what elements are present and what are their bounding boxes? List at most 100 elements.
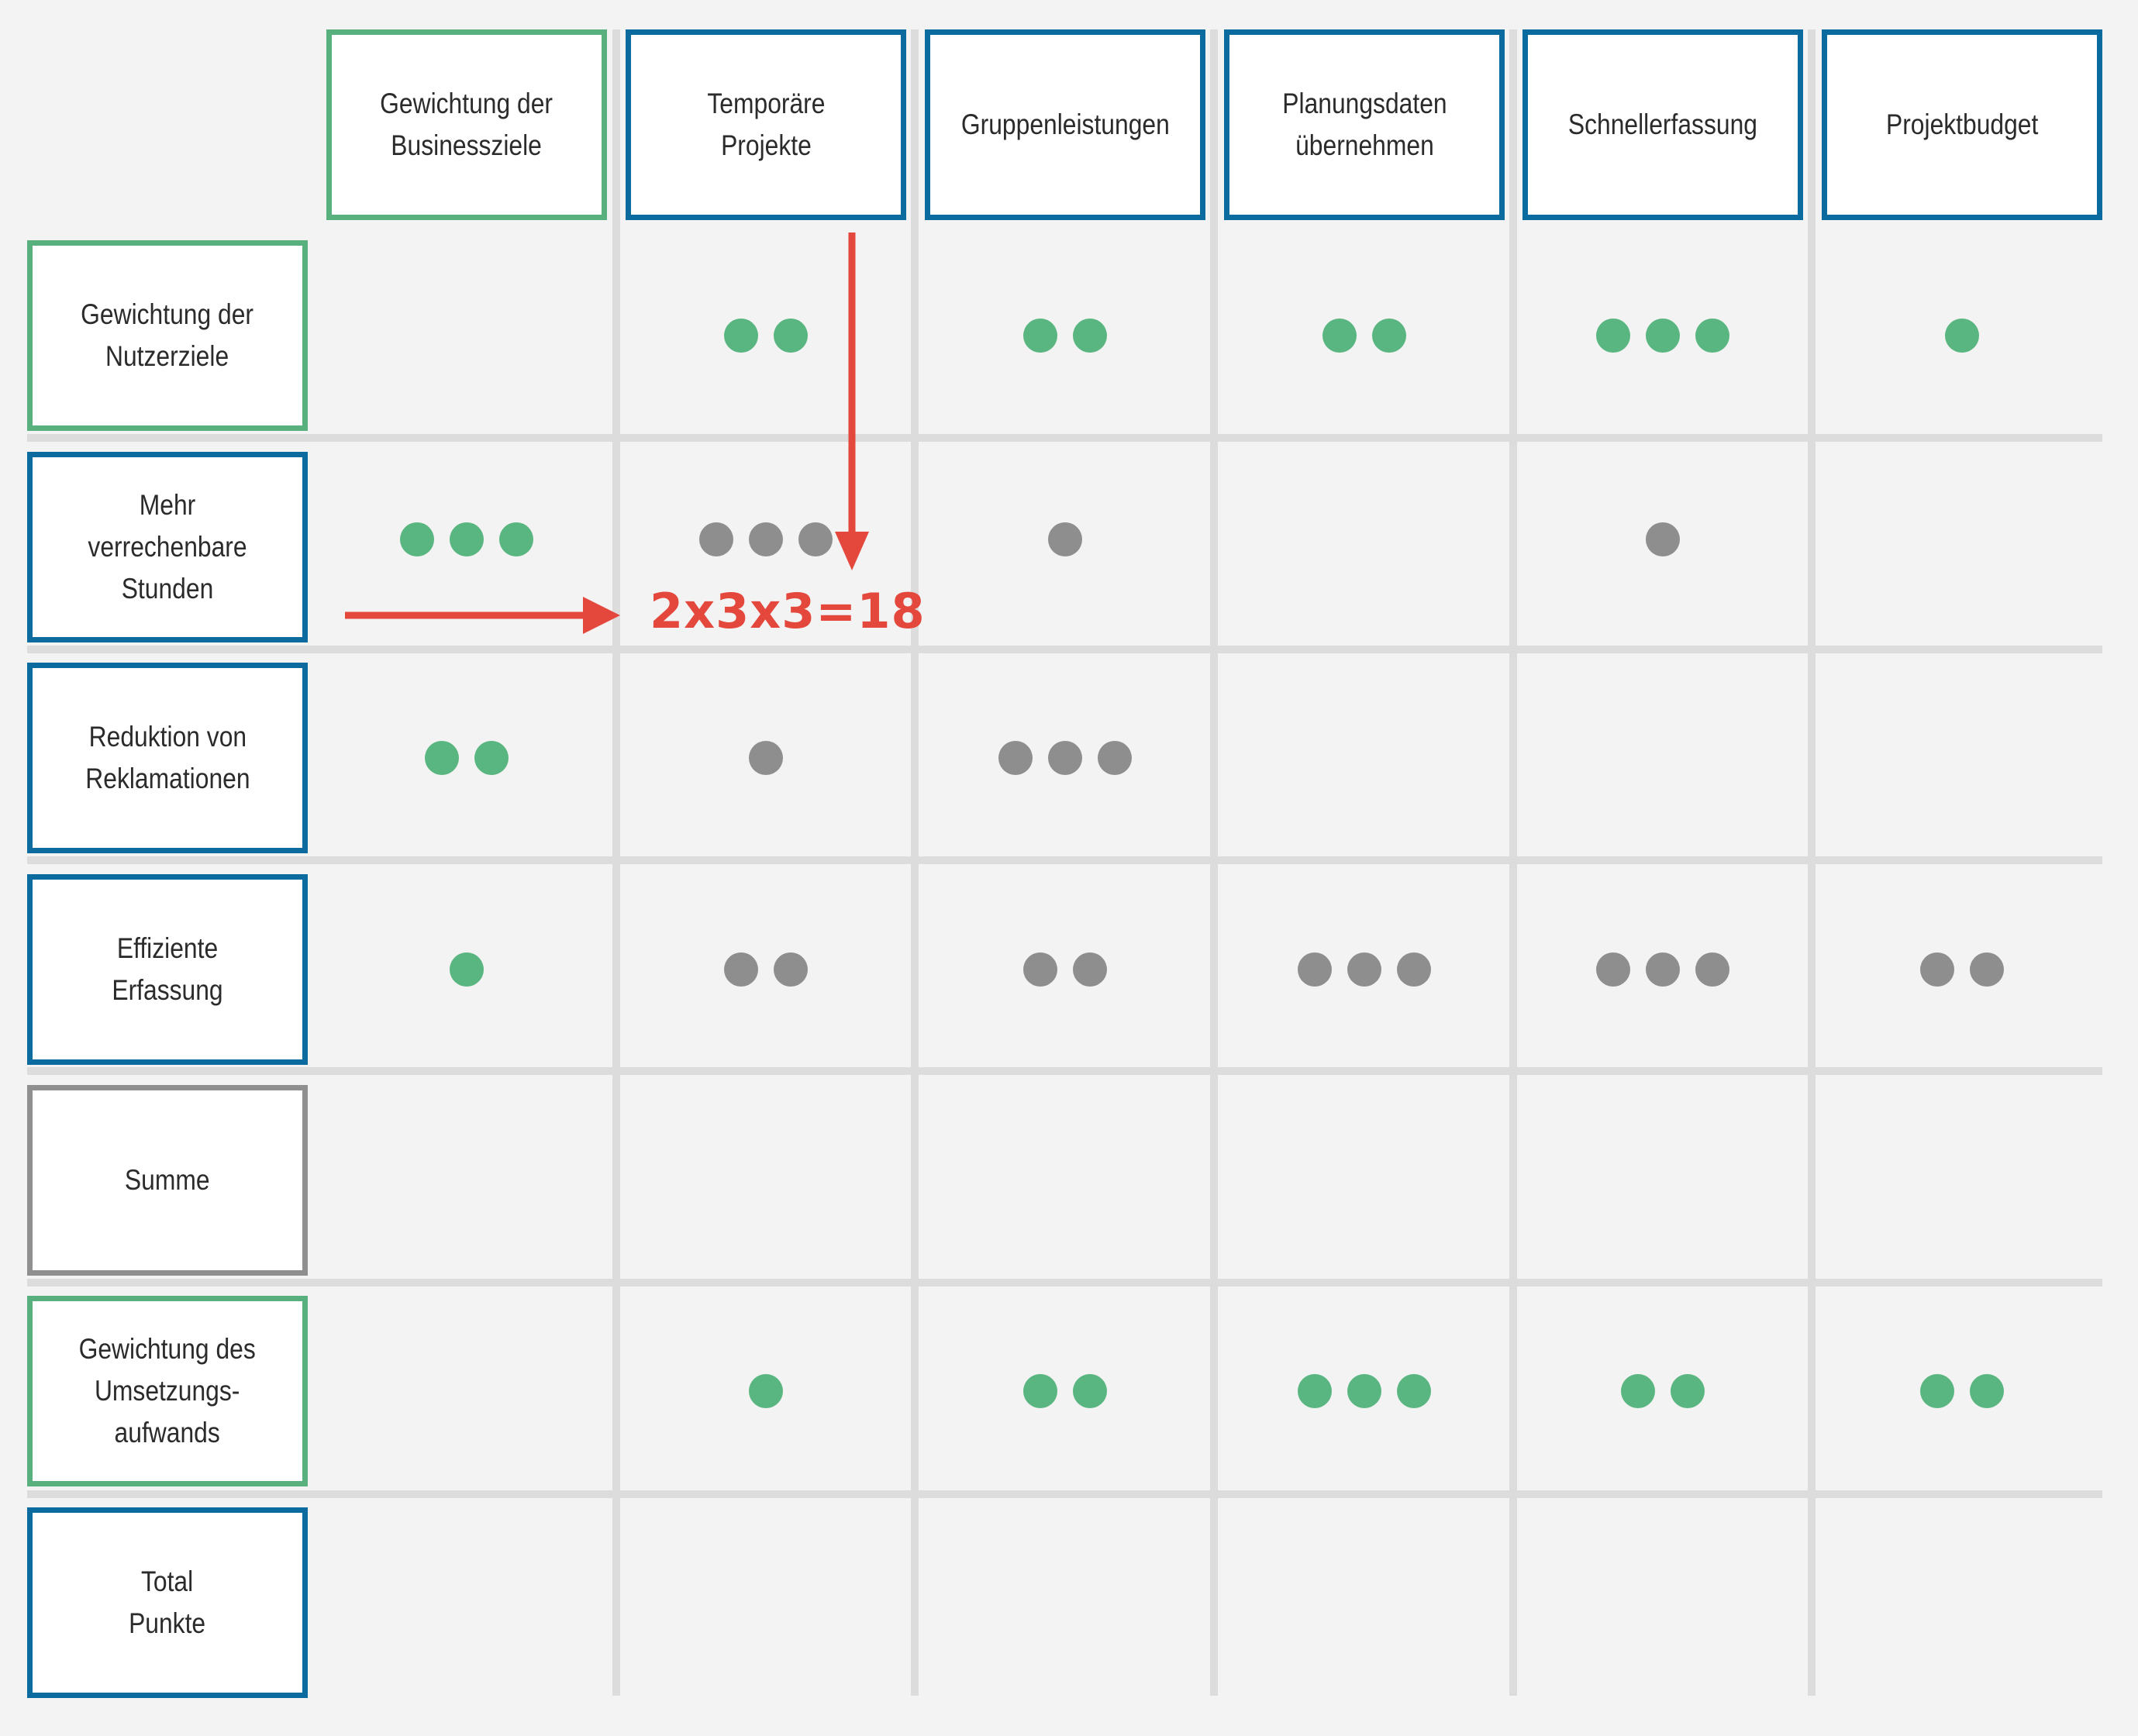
rating-dots (749, 741, 783, 775)
rating-dots (450, 952, 484, 987)
rating-dot-grey (1048, 522, 1082, 556)
column-header: Schnellerfassung (1522, 29, 1803, 220)
column-header-label: Temporäre Projekte (706, 88, 826, 161)
rating-dots (1646, 522, 1680, 556)
rating-dot-grey (699, 522, 733, 556)
grid-line-horizontal (27, 856, 2102, 864)
column-header-label: Schnellerfassung (1567, 108, 1758, 140)
rating-dot-grey (798, 522, 833, 556)
rating-dot-green (1945, 319, 1979, 353)
rating-dot-grey (1695, 952, 1729, 987)
rating-dot-green (1646, 319, 1680, 353)
rating-dots (1596, 952, 1729, 987)
rating-dot-grey (749, 522, 783, 556)
rating-dot-grey (1596, 952, 1630, 987)
rating-dot-grey (749, 741, 783, 775)
rating-dot-green (1073, 1374, 1107, 1408)
rating-dots (1920, 1374, 2004, 1408)
rating-dots (724, 952, 808, 987)
row-header-label: Total Punkte (129, 1566, 206, 1639)
grid-line-horizontal (27, 646, 2102, 653)
rating-dots (1023, 319, 1107, 353)
rating-dot-green (1397, 1374, 1431, 1408)
rating-dot-grey (1646, 952, 1680, 987)
column-header: Temporäre Projekte (626, 29, 906, 220)
rating-dot-green (1073, 319, 1107, 353)
rating-dot-grey (1970, 952, 2004, 987)
rating-dot-grey (1073, 952, 1107, 987)
column-header: Planungsdaten übernehmen (1224, 29, 1505, 220)
column-header: Gruppenleistungen (925, 29, 1205, 220)
rating-dot-green (450, 952, 484, 987)
row-header-label: Summe (125, 1164, 210, 1196)
rating-dots (724, 319, 808, 353)
rating-dot-grey (1397, 952, 1431, 987)
rating-dot-green (1596, 319, 1630, 353)
vertical-arrow-head (835, 532, 869, 570)
rating-dot-green (1347, 1374, 1381, 1408)
rating-dot-green (724, 319, 758, 353)
column-header-label: Planungsdaten übernehmen (1281, 88, 1447, 161)
column-header-label: Gewichtung der Businessziele (380, 88, 553, 161)
rating-dots (1322, 319, 1406, 353)
row-header: Gewichtung des Umsetzungs- aufwands (27, 1296, 308, 1486)
grid-line-horizontal (27, 1067, 2102, 1075)
grid-line-horizontal (27, 1279, 2102, 1286)
rating-dots (1048, 522, 1082, 556)
row-header: Summe (27, 1085, 308, 1276)
rating-dot-grey (724, 952, 758, 987)
row-header-label: Mehr verrechenbare Stunden (88, 489, 247, 604)
rating-dot-green (499, 522, 533, 556)
rating-dot-green (749, 1374, 783, 1408)
row-header: Effiziente Erfassung (27, 874, 308, 1065)
annotation-formula: 2x3x3=18 (650, 583, 926, 639)
rating-dot-green (1621, 1374, 1655, 1408)
rating-dots (1920, 952, 2004, 987)
rating-dot-green (1372, 319, 1406, 353)
rating-dot-green (425, 741, 459, 775)
rating-dot-grey (1298, 952, 1332, 987)
rating-dots (1298, 1374, 1431, 1408)
row-header: Total Punkte (27, 1507, 308, 1698)
rating-dot-green (1671, 1374, 1705, 1408)
rating-dot-green (474, 741, 509, 775)
rating-dots (1945, 319, 1979, 353)
horizontal-arrow-head (583, 597, 620, 634)
rating-dot-green (400, 522, 434, 556)
rating-dot-green (1920, 1374, 1954, 1408)
rating-dot-grey (1920, 952, 1954, 987)
rating-dot-green (1970, 1374, 2004, 1408)
rating-dot-green (1322, 319, 1357, 353)
rating-dots (425, 741, 509, 775)
grid-line-horizontal (27, 434, 2102, 442)
row-header: Reduktion von Reklamationen (27, 663, 308, 853)
rating-dot-green (1695, 319, 1729, 353)
rating-dot-grey (998, 741, 1033, 775)
rating-dots (1023, 1374, 1107, 1408)
rating-dot-grey (1646, 522, 1680, 556)
rating-dots (1023, 952, 1107, 987)
row-header: Mehr verrechenbare Stunden (27, 452, 308, 642)
rating-dots (1621, 1374, 1705, 1408)
grid-line-horizontal (27, 1490, 2102, 1498)
rating-dot-green (450, 522, 484, 556)
rating-dot-green (774, 319, 808, 353)
rating-dot-green (1023, 319, 1057, 353)
row-header-label: Effiziente Erfassung (112, 932, 223, 1006)
rating-dot-grey (1098, 741, 1132, 775)
rating-dots (699, 522, 833, 556)
rating-dots (749, 1374, 783, 1408)
column-header-label: Projektbudget (1885, 108, 2039, 140)
column-header: Gewichtung der Businessziele (326, 29, 607, 220)
row-header-label: Gewichtung der Nutzerziele (81, 298, 254, 372)
column-header-label: Gruppenleistungen (960, 108, 1170, 140)
rating-dot-green (1298, 1374, 1332, 1408)
row-header-label: Reduktion von Reklamationen (84, 721, 250, 794)
rating-dot-green (1023, 1374, 1057, 1408)
rating-dots (1298, 952, 1431, 987)
rating-dot-grey (1023, 952, 1057, 987)
rating-dot-grey (1347, 952, 1381, 987)
rating-dot-grey (774, 952, 808, 987)
